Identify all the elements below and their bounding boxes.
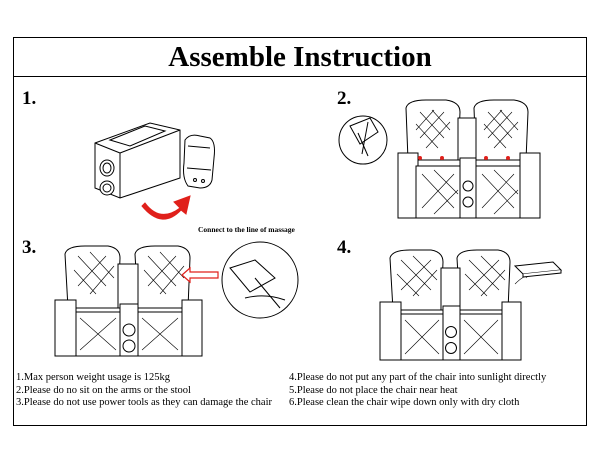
note-6: 6.Please clean the chair wipe down only … bbox=[289, 397, 520, 408]
note-3: 3.Please do not use power tools as they … bbox=[16, 397, 273, 408]
step-2-number: 2. bbox=[337, 88, 352, 109]
note-1: 1.Max person weight usage is 125kg bbox=[16, 372, 170, 383]
notes-left: 1.Max person weight usage is 125kg 2.Ple… bbox=[16, 372, 272, 410]
note-4: 4.Please do not put any part of the chai… bbox=[289, 372, 547, 383]
step-2-illustration bbox=[338, 99, 541, 219]
step-1-illustration bbox=[94, 122, 215, 220]
step-3-illustration bbox=[54, 241, 299, 357]
step-1-number: 1. bbox=[22, 88, 37, 109]
note-5: 5.Please do not place the chair near hea… bbox=[289, 384, 458, 396]
step-4-illustration bbox=[379, 249, 563, 361]
step-3-number: 3. bbox=[22, 237, 37, 258]
step-4-number: 4. bbox=[337, 237, 352, 258]
page-title: Assemble Instruction bbox=[14, 38, 586, 77]
step-3-callout: Connect to the line of massage bbox=[198, 225, 295, 234]
instruction-frame bbox=[13, 37, 587, 426]
notes-right: 4.Please do not put any part of the chai… bbox=[289, 372, 546, 410]
note-2: 2.Please do no sit on the arms or the st… bbox=[16, 384, 191, 396]
